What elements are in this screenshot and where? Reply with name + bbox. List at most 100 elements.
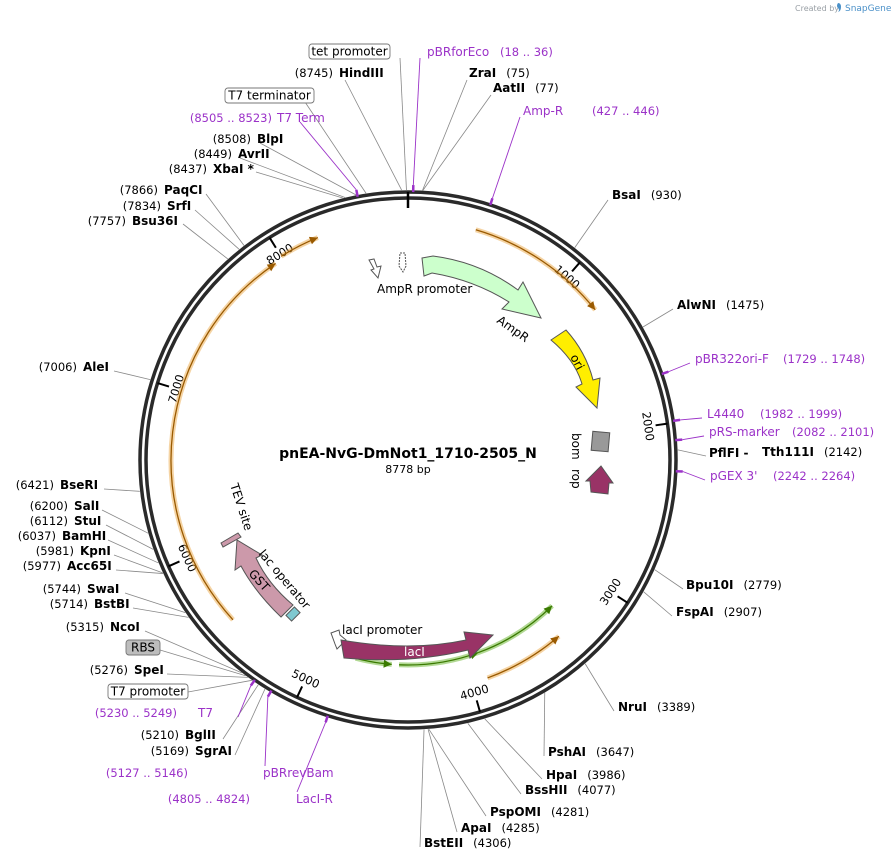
lac-operator-box[interactable] bbox=[285, 606, 301, 622]
enzyme-alwni[interactable]: AlwNI bbox=[677, 298, 716, 312]
feature-box-t7-terminator[interactable] bbox=[224, 87, 315, 104]
tev-site-label: TEV site bbox=[227, 481, 256, 533]
enzyme-blpi[interactable]: BlpI bbox=[257, 132, 283, 146]
enzyme-bglii[interactable]: BglII bbox=[185, 728, 216, 742]
enzyme-apai[interactable]: ApaI bbox=[461, 821, 491, 835]
enzyme-bsai[interactable]: BsaI bbox=[612, 188, 641, 202]
enzyme-pspomi[interactable]: PspOMI bbox=[490, 805, 541, 819]
enzyme-pos-fspai: (2907) bbox=[724, 605, 762, 619]
enzyme-zrai[interactable]: ZraI bbox=[469, 66, 496, 80]
ampr-promoter-arrow[interactable] bbox=[368, 258, 382, 280]
feature-leader-tet-promoter bbox=[399, 57, 407, 191]
primer-t7term[interactable]: T7 Term bbox=[276, 111, 325, 125]
enzyme-spei[interactable]: SpeI bbox=[134, 663, 164, 677]
leader-xbai bbox=[255, 171, 343, 199]
leader-spei bbox=[166, 673, 248, 678]
primer-l4440[interactable]: L4440 bbox=[707, 407, 744, 421]
orf-top-right[interactable] bbox=[475, 229, 596, 311]
enzyme-xbai[interactable]: XbaI * bbox=[213, 162, 255, 176]
enzyme-pos-srfi: (7834) bbox=[123, 199, 161, 213]
primer-range-t7: (5230 .. 5249) bbox=[95, 706, 177, 720]
primer-leader-pbrrevbam bbox=[264, 696, 269, 767]
primer-pgex3[interactable]: pGEX 3' bbox=[710, 469, 757, 483]
laci-promoter-label: lacI promoter bbox=[342, 623, 422, 637]
primer-mark-ampr bbox=[489, 197, 494, 206]
small-feature-arrow[interactable] bbox=[398, 252, 407, 273]
ampr-arrow[interactable] bbox=[421, 255, 542, 319]
enzyme-bstbi[interactable]: BstBI bbox=[94, 597, 130, 611]
enzyme-bsteii[interactable]: BstEII bbox=[424, 836, 463, 850]
leader-aatii bbox=[422, 94, 492, 191]
enzyme-hindiii[interactable]: HindIII bbox=[339, 66, 384, 80]
laci-promoter-arrow[interactable] bbox=[330, 629, 347, 650]
enzyme-acc65i[interactable]: Acc65I bbox=[67, 559, 112, 573]
tev-site-arrow[interactable] bbox=[220, 532, 242, 548]
enzyme-aatii[interactable]: AatII bbox=[493, 81, 525, 95]
laci-arrow[interactable] bbox=[340, 631, 495, 661]
ori-arrow[interactable] bbox=[550, 329, 601, 410]
primer-mark-pbrrevbam bbox=[266, 689, 273, 698]
feature-box-rbs[interactable] bbox=[125, 639, 161, 656]
gst-arrow[interactable] bbox=[234, 539, 294, 618]
primer-t7[interactable]: T7 bbox=[197, 706, 213, 720]
feature-box-t7-promoter[interactable] bbox=[107, 683, 189, 700]
enzyme-alei[interactable]: AleI bbox=[83, 360, 109, 374]
feature-leader-rbs bbox=[159, 649, 246, 677]
leader-alwni bbox=[642, 308, 674, 328]
enzyme-pos-bseri: (6421) bbox=[16, 478, 54, 492]
primer-lacir[interactable]: LacI-R bbox=[296, 792, 333, 806]
enzyme-bseri[interactable]: BseRI bbox=[60, 478, 98, 492]
primer-range-lacir: (4805 .. 4824) bbox=[168, 792, 250, 806]
enzyme-kpni[interactable]: KpnI bbox=[80, 544, 111, 558]
enzyme-paqci[interactable]: PaqCI bbox=[164, 183, 202, 197]
enzyme-pos-blpi: (8508) bbox=[213, 132, 251, 146]
primer-ampr[interactable]: Amp-R bbox=[523, 104, 563, 118]
primer-mark-t7term bbox=[355, 189, 359, 198]
enzyme-srfi[interactable]: SrfI bbox=[167, 199, 191, 213]
rop-arrow[interactable] bbox=[584, 465, 614, 495]
orf-green-left-head bbox=[383, 659, 392, 668]
enzyme-nrui[interactable]: NruI bbox=[618, 700, 647, 714]
ampr-promoter-label: AmpR promoter bbox=[377, 282, 472, 296]
feature-label-t7-promoter: T7 promoter bbox=[110, 685, 186, 699]
enzyme-hpai[interactable]: HpaI bbox=[546, 768, 577, 782]
enzyme-bpu10i[interactable]: Bpu10I bbox=[686, 578, 733, 592]
leader-swai bbox=[124, 592, 186, 614]
enzyme-pos-avrii: (8449) bbox=[194, 147, 232, 161]
enzyme-stui[interactable]: StuI bbox=[74, 514, 101, 528]
plasmid-size: 8778 bp bbox=[385, 463, 430, 476]
orf-bottom-right-head bbox=[550, 636, 559, 645]
feature-box-tet-promoter[interactable] bbox=[308, 43, 391, 60]
enzyme-bamhi[interactable]: BamHI bbox=[62, 529, 106, 543]
primer-pbrrevbam[interactable]: pBRrevBam bbox=[263, 766, 334, 780]
enzyme-fspai[interactable]: FspAI bbox=[676, 605, 714, 619]
primer-mark-prsmarker bbox=[675, 438, 683, 442]
bom-label: bom bbox=[569, 433, 583, 460]
enzyme-pshai[interactable]: PshAI bbox=[548, 745, 586, 759]
enzyme-sali[interactable]: SalI bbox=[74, 499, 99, 513]
leader-nrui bbox=[584, 663, 615, 712]
primer-pbrforeco[interactable]: pBRforEco bbox=[427, 45, 489, 59]
enzyme-pos-bsteii: (4306) bbox=[473, 836, 511, 850]
enzyme-sgrai[interactable]: SgrAI bbox=[195, 744, 232, 758]
enzyme-tth111i[interactable]: Tth111I bbox=[762, 445, 814, 459]
primer-prsmarker[interactable]: pRS-marker bbox=[709, 425, 780, 439]
primer-pbr322orif[interactable]: pBR322ori-F bbox=[695, 352, 769, 366]
orf-left-large[interactable] bbox=[170, 262, 276, 621]
bom-box[interactable] bbox=[590, 430, 611, 453]
leader-bpu10i bbox=[654, 569, 684, 590]
enzyme-pos-zrai: (75) bbox=[506, 66, 530, 80]
enzyme-pflfi[interactable]: PflFI - bbox=[709, 446, 749, 460]
enzyme-bsu36i[interactable]: Bsu36I bbox=[132, 214, 178, 228]
enzyme-swai[interactable]: SwaI bbox=[87, 582, 119, 596]
enzyme-bsshii[interactable]: BssHII bbox=[525, 783, 567, 797]
enzyme-ncoi[interactable]: NcoI bbox=[110, 620, 140, 634]
enzyme-avrii[interactable]: AvrII bbox=[238, 147, 270, 161]
snapgene-logo-icon bbox=[837, 3, 841, 12]
tick-2000 bbox=[655, 422, 668, 427]
leader-bstbi bbox=[132, 607, 189, 618]
feature-leader-t7-promoter bbox=[187, 679, 253, 693]
leader-bsu36i bbox=[182, 223, 229, 260]
leader-zrai bbox=[422, 79, 468, 191]
